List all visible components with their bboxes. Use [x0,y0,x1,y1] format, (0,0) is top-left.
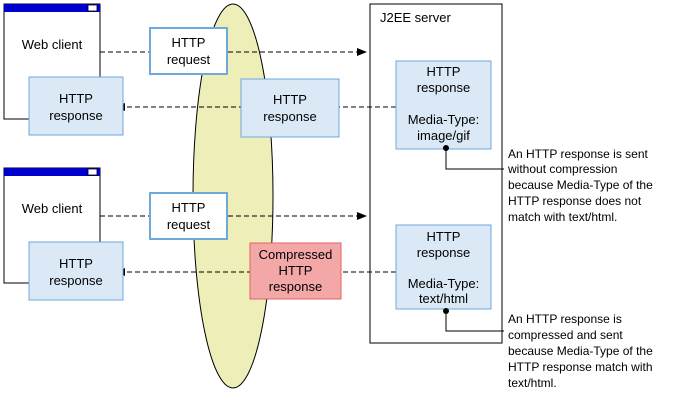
web-client-label-top: Web client [22,37,83,52]
server-response-box-top: HTTP response Media-Type: image/gif [395,60,492,150]
http-request-label: request [167,217,211,232]
window-titlebar [4,168,100,176]
callout-connector-top [443,145,504,170]
http-request-label: HTTP [172,35,206,50]
http-response-label: response [263,109,316,124]
server-response-label: response [417,80,470,95]
server-response-label: response [417,245,470,260]
http-response-label: HTTP [59,91,93,106]
callout-connector-bottom [443,308,504,332]
window-control-icon [87,168,98,176]
svg-text:because Media-Type of the: because Media-Type of the [508,344,653,358]
compressed-response-label: HTTP [279,263,313,278]
compressed-response-box: Compressed HTTP response [249,242,342,300]
server-response-label: HTTP [427,64,461,79]
svg-text:HTTP response does not: HTTP response does not [508,194,642,208]
annotation-uncompressed: An HTTP response is sent without compres… [507,147,653,224]
compressed-response-label: Compressed [259,247,333,262]
mid-response-box-top: HTTP response [240,78,340,138]
compressed-response-label: response [269,279,322,294]
http-response-label: HTTP [59,256,93,271]
client-response-box-bottom: HTTP response [28,241,124,301]
http-response-label: response [49,273,102,288]
http-request-box-top: HTTP request [149,27,228,75]
server-response-label: HTTP [427,229,461,244]
svg-text:without compression: without compression [507,162,617,176]
svg-text:compressed and sent: compressed and sent [508,328,623,342]
web-client-label-bottom: Web client [22,201,83,216]
media-type-value: image/gif [417,128,470,143]
server-response-box-bottom: HTTP response Media-Type: text/html [395,224,492,310]
window-control-icon [87,4,98,12]
window-titlebar [4,4,100,12]
http-response-label: response [49,108,102,123]
http-request-label: HTTP [172,200,206,215]
http-response-label: HTTP [273,92,307,107]
media-type-label: Media-Type: [408,112,480,127]
svg-text:An HTTP response is: An HTTP response is [508,312,622,326]
svg-text:HTTP response match with: HTTP response match with [508,360,653,374]
media-type-label: Media-Type: [408,276,480,291]
annotation-compressed: An HTTP response is compressed and sent … [508,312,653,390]
http-request-box-bottom: HTTP request [149,192,228,240]
j2ee-server-title: J2EE server [380,10,451,25]
svg-text:because Media-Type of the: because Media-Type of the [508,178,653,192]
svg-text:An HTTP response is sent: An HTTP response is sent [508,147,649,161]
http-request-label: request [167,52,211,67]
svg-text:match with text/html.: match with text/html. [508,210,617,224]
media-type-value: text/html [419,291,468,306]
svg-text:text/html.: text/html. [508,376,557,390]
client-response-box-top: HTTP response [28,76,124,136]
